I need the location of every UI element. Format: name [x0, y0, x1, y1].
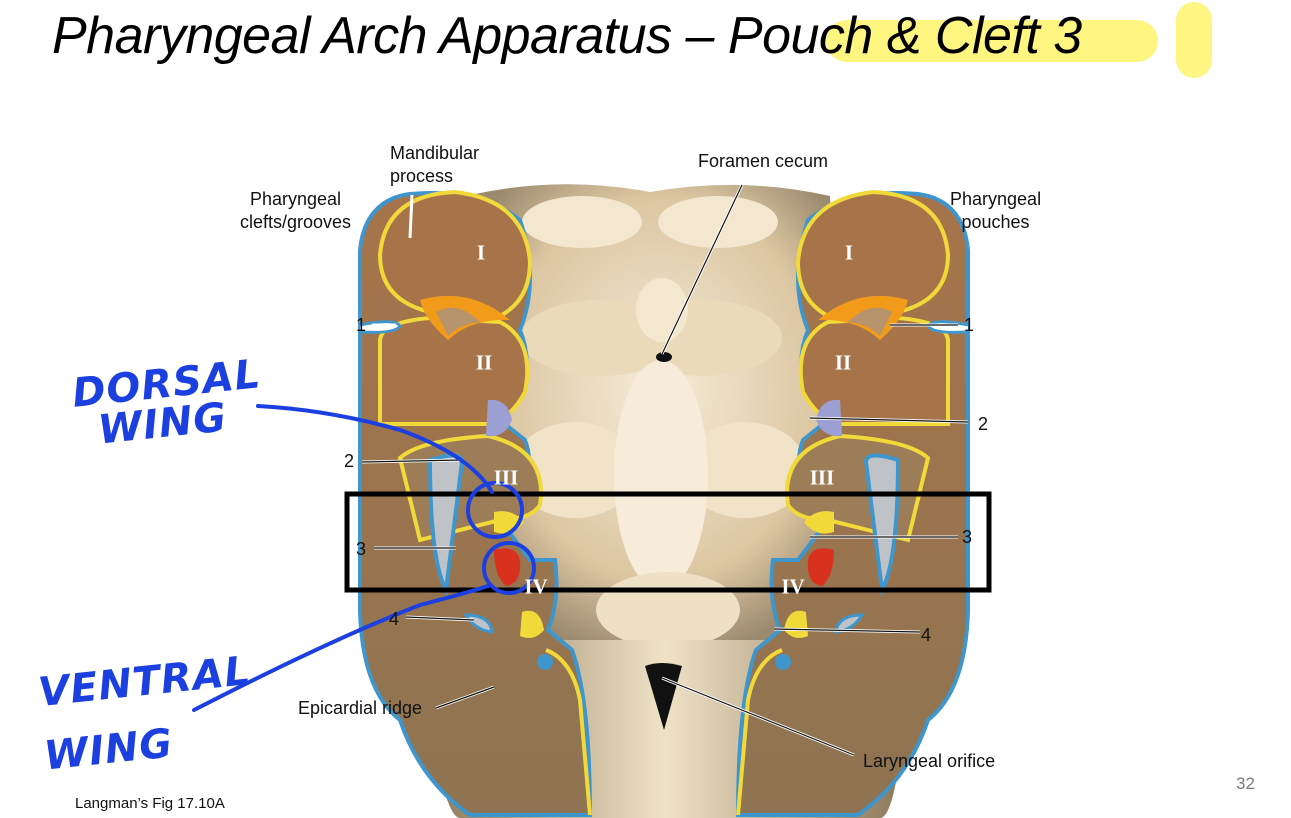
figure-caption: Langman’s Fig 17.10A — [75, 795, 225, 812]
handwritten-ink — [192, 404, 536, 712]
pouch-number-4: 4 — [921, 625, 932, 645]
label-epicardial-ridge: Epicardial ridge — [298, 698, 423, 718]
cleft-number-1: 1 — [356, 315, 367, 335]
label-pharyngeal-clefts: Pharyngeal clefts/grooves — [240, 189, 352, 232]
slide-title: Pharyngeal Arch Apparatus – Pouch & Clef… — [52, 6, 1082, 66]
arch-label-right-1: I — [844, 240, 854, 265]
arch-label-left-3: III — [493, 465, 519, 490]
right-pharyngeal-arches — [735, 189, 970, 817]
title-main: Pharyngeal Arch Apparatus – — [52, 7, 728, 65]
slide-page-number: 32 — [1236, 774, 1255, 793]
left-pharyngeal-arches — [358, 189, 593, 817]
pouch-number-1: 1 — [964, 315, 975, 335]
arch-label-right-4: IV — [781, 574, 805, 599]
label-mandibular-process: Mandibular process — [390, 143, 480, 186]
pouch-cleft-3-box — [344, 491, 992, 593]
title-highlight-stroke-3 — [1176, 2, 1212, 78]
leader-lines-dark — [361, 184, 969, 756]
label-foramen-cecum: Foramen cecum — [698, 151, 829, 171]
pouch-number-3: 3 — [962, 527, 973, 547]
arch-label-left-2: II — [475, 350, 493, 375]
label-laryngeal-orifice: Laryngeal orifice — [863, 751, 996, 771]
pouch-number-2: 2 — [978, 414, 989, 434]
arch-label-left-1: I — [476, 240, 486, 265]
label-pharyngeal-pouches: Pharyngeal pouches — [950, 189, 1042, 232]
arch-label-right-2: II — [834, 350, 852, 375]
title-highlight-stroke — [826, 20, 1158, 62]
foramen-cecum-pit — [656, 352, 672, 362]
cleft-number-4: 4 — [389, 609, 400, 629]
arch-label-left-4: IV — [524, 574, 548, 599]
arch-label-right-3: III — [809, 465, 835, 490]
title-highlighted: Pouch & Cleft 3 — [727, 7, 1082, 65]
cleft-number-2: 2 — [344, 451, 355, 471]
cleft-number-3: 3 — [356, 539, 367, 559]
